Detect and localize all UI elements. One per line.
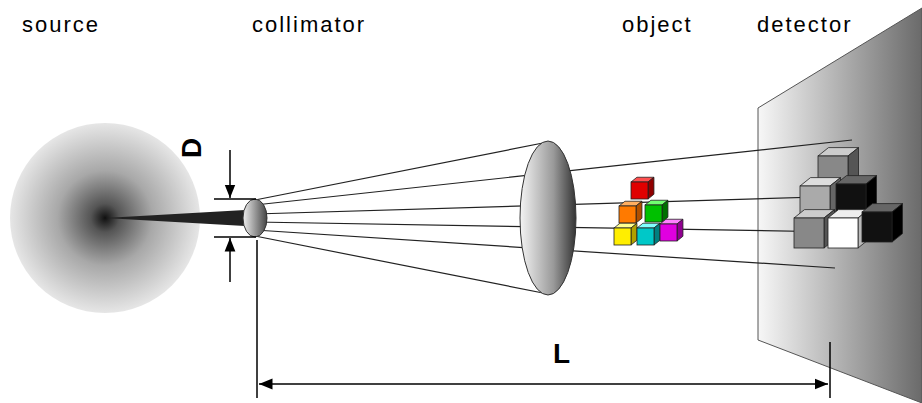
object-cubes <box>614 177 683 245</box>
dimension-d <box>214 150 256 282</box>
part-label: detector <box>757 14 853 36</box>
beam-cone-lens <box>520 141 576 295</box>
collimator <box>243 199 267 237</box>
dimension-label: L <box>553 340 570 368</box>
cube <box>637 223 660 245</box>
dimension-label: D <box>178 138 206 158</box>
cube <box>614 223 637 245</box>
detector-image <box>794 148 903 248</box>
cube <box>631 177 654 199</box>
beam-lines <box>255 140 852 294</box>
part-label: collimator <box>252 14 366 36</box>
source <box>10 123 245 313</box>
part-label: source <box>22 14 100 36</box>
detector-plane <box>758 8 922 403</box>
part-label: object <box>622 14 693 36</box>
cube <box>619 201 642 223</box>
dimension-l <box>257 240 830 398</box>
cube <box>660 219 683 241</box>
cube <box>862 204 903 242</box>
cube <box>645 200 668 222</box>
